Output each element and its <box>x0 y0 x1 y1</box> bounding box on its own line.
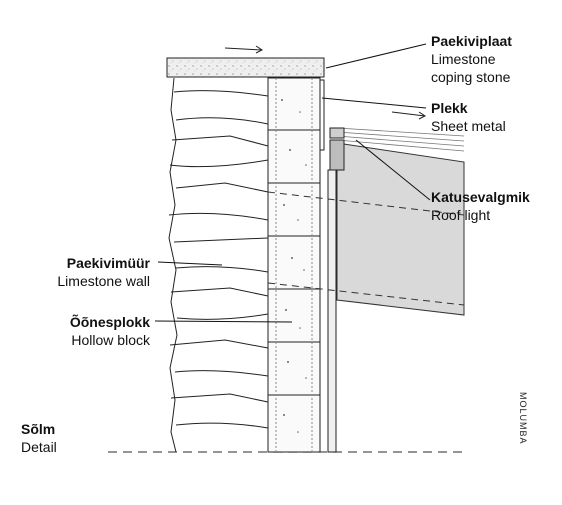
hollow-block-line1: Hollow block <box>71 332 150 348</box>
label-sheet-metal: Plekk Sheet metal <box>431 99 506 135</box>
limestone-wall-line1: Limestone wall <box>57 273 150 289</box>
sheet-metal-arrow <box>391 111 426 120</box>
detail-line1: Detail <box>21 439 57 455</box>
limestone-wall <box>168 76 269 453</box>
hollow-block-title: Õõnesplokk <box>69 314 150 330</box>
hollow-block-column <box>267 77 321 453</box>
roof-light-line1: Roof light <box>431 207 491 223</box>
sheet-metal-line1: Sheet metal <box>431 118 506 134</box>
sheet-metal-flashing <box>320 79 325 151</box>
sheet-metal-title: Plekk <box>431 100 468 116</box>
coping-title: Paekiviplaat <box>431 33 512 49</box>
label-limestone-wall: Paekivimüür Limestone wall <box>30 254 150 290</box>
leader-lines <box>154 43 431 323</box>
coping-line2: coping stone <box>431 69 511 85</box>
coping-line1: Limestone <box>431 51 496 67</box>
label-detail: Sõlm Detail <box>21 420 57 456</box>
hidden-lines <box>267 191 465 306</box>
coping-stone <box>166 57 325 78</box>
roof-light <box>327 127 465 453</box>
label-coping-stone: Paekiviplaat Limestone coping stone <box>431 32 512 86</box>
label-roof-light: Katusevalgmik Roof light <box>431 188 530 224</box>
limestone-wall-title: Paekivimüür <box>66 255 150 271</box>
detail-title: Sõlm <box>21 421 56 437</box>
roof-light-title: Katusevalgmik <box>431 189 530 205</box>
slope-arrow <box>224 45 263 54</box>
credit-text: MOLUMBA <box>518 392 528 445</box>
label-hollow-block: Õõnesplokk Hollow block <box>30 313 150 349</box>
